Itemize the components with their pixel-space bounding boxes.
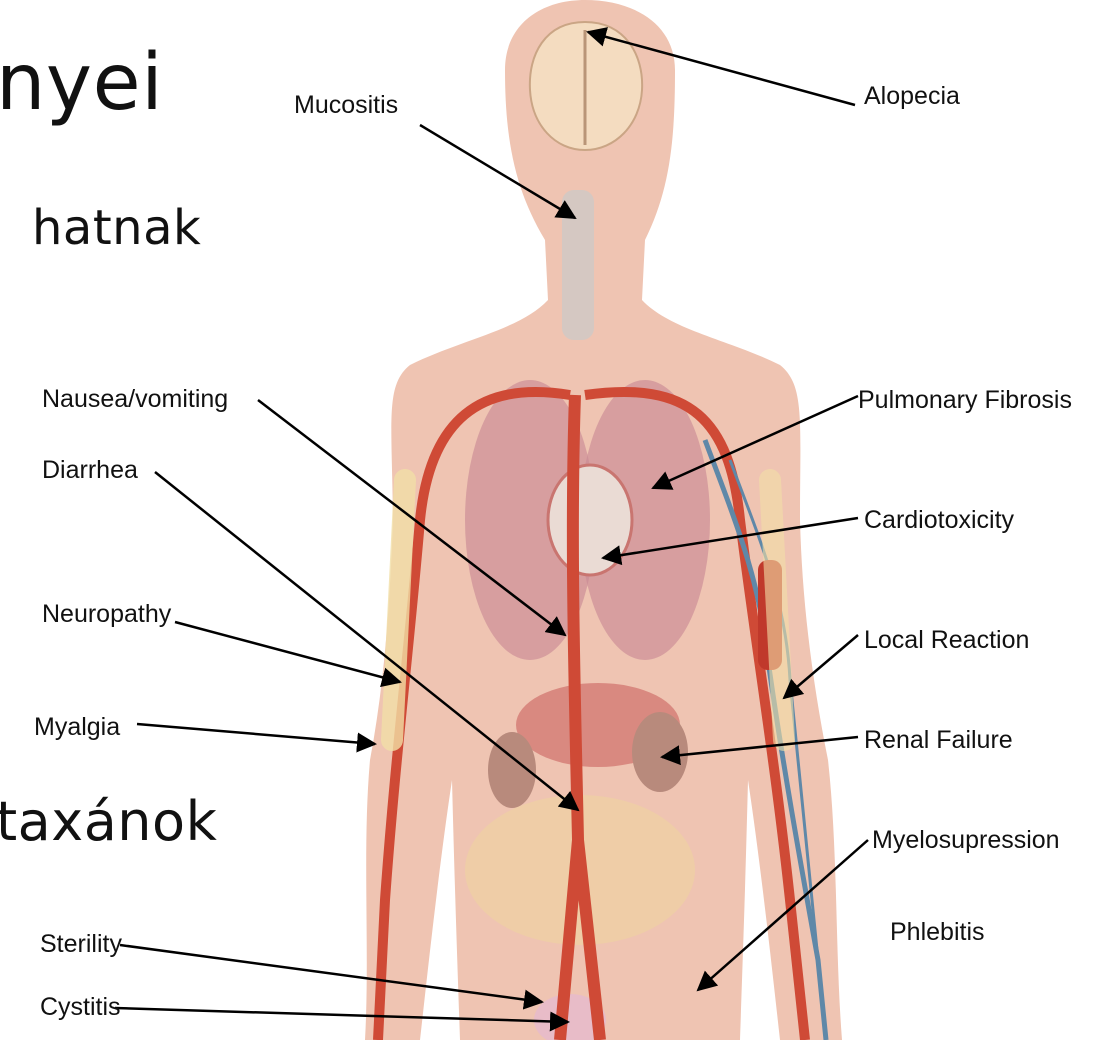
label-pulmonary-fibrosis: Pulmonary Fibrosis <box>858 386 1072 414</box>
human-body-illustration <box>365 0 842 1040</box>
label-sterility: Sterility <box>40 930 122 958</box>
left-humerus <box>392 480 405 740</box>
label-nausea: Nausea/vomiting <box>42 385 228 413</box>
label-alopecia: Alopecia <box>864 82 960 110</box>
label-neuropathy: Neuropathy <box>42 600 172 628</box>
kidney <box>632 712 688 792</box>
label-cystitis: Cystitis <box>40 993 121 1021</box>
arrow-neuropathy <box>175 622 400 682</box>
label-phlebitis: Phlebitis <box>890 918 985 946</box>
heart <box>548 465 632 575</box>
label-renal-failure: Renal Failure <box>864 726 1013 754</box>
label-myelosupression: Myelosupression <box>872 826 1060 854</box>
label-myalgia: Myalgia <box>34 713 120 741</box>
label-local-reaction: Local Reaction <box>864 626 1029 654</box>
label-diarrhea: Diarrhea <box>42 456 138 484</box>
label-mucositis: Mucositis <box>294 91 398 119</box>
arrow-myalgia <box>137 724 375 744</box>
right-humerus <box>770 480 784 740</box>
label-cardiotoxicity: Cardiotoxicity <box>864 506 1015 534</box>
